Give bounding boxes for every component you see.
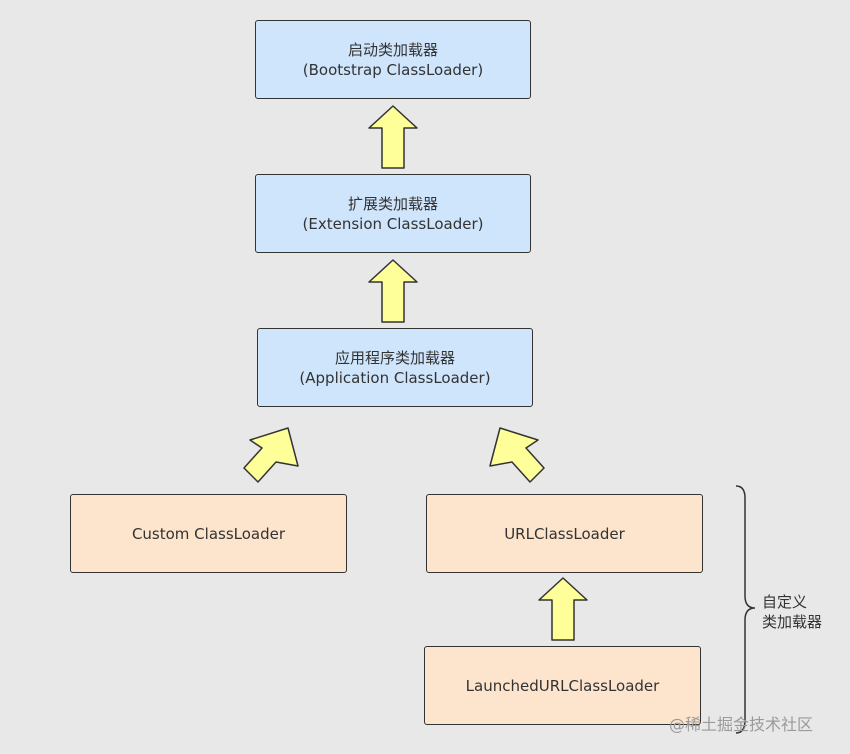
watermark: @稀土掘金技术社区: [669, 715, 814, 734]
custom-classloader-group-label: 自定义 类加载器: [762, 592, 822, 632]
up-arrow-icon: [368, 259, 418, 323]
right-brace-icon: [735, 485, 756, 734]
extension-label-cn: 扩展类加载器: [347, 194, 438, 213]
bootstrap-label-cn: 启动类加载器: [347, 40, 438, 59]
launched-url-classloader-box: LaunchedURLClassLoader: [424, 646, 701, 725]
url-classloader-box: URLClassLoader: [426, 494, 703, 573]
custom-label: Custom ClassLoader: [131, 524, 286, 543]
extension-classloader-box: 扩展类加载器 (Extension ClassLoader): [255, 174, 531, 253]
up-right-arrow-icon: [243, 427, 299, 483]
group-label-line2: 类加载器: [762, 613, 823, 631]
url-label: URLClassLoader: [504, 524, 625, 543]
extension-label-en: (Extension ClassLoader): [302, 214, 484, 233]
up-left-arrow-icon: [489, 427, 545, 483]
up-arrow-icon: [538, 577, 588, 641]
application-classloader-box: 应用程序类加载器 (Application ClassLoader): [257, 328, 533, 407]
custom-classloader-box: Custom ClassLoader: [70, 494, 347, 573]
bootstrap-label-en: (Bootstrap ClassLoader): [302, 60, 484, 79]
group-label-line1: 自定义: [762, 593, 808, 611]
up-arrow-icon: [368, 105, 418, 169]
application-label-en: (Application ClassLoader): [299, 368, 491, 387]
bootstrap-classloader-box: 启动类加载器 (Bootstrap ClassLoader): [255, 20, 531, 99]
launched-label: LaunchedURLClassLoader: [465, 676, 660, 695]
application-label-cn: 应用程序类加载器: [334, 348, 455, 367]
